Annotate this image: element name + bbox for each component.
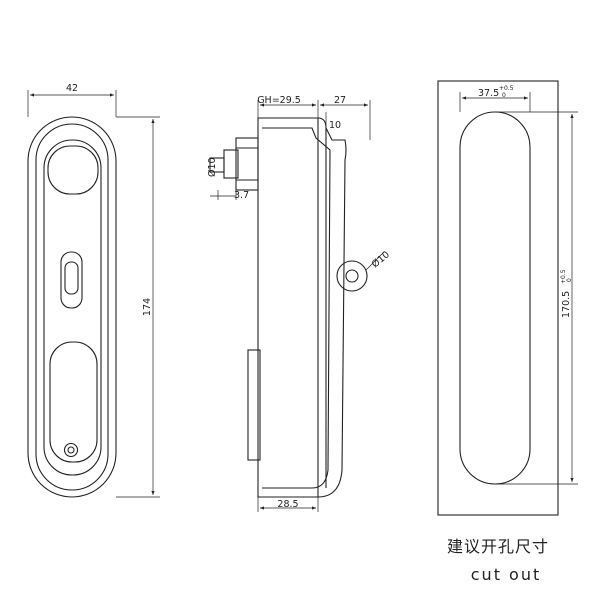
side-housing bbox=[257, 117, 347, 498]
front-lock-cylinder bbox=[63, 442, 79, 458]
side-depth-dim: 27 bbox=[334, 95, 346, 106]
front-lower-slot bbox=[49, 341, 98, 463]
front-view bbox=[27, 116, 117, 498]
cutout-width-dim: 37.5 bbox=[478, 88, 499, 99]
side-pivot-lug bbox=[336, 260, 368, 292]
cutout-height-dim: 170.5 bbox=[561, 291, 572, 318]
caption-chinese: 建议开孔尺寸 bbox=[447, 537, 549, 556]
side-pivot-hole bbox=[345, 269, 359, 283]
cutout-width-tol-upper: +0.5 bbox=[499, 85, 514, 92]
front-dimensions bbox=[27, 90, 160, 498]
cutout-width-tol-lower: 0 bbox=[502, 92, 506, 99]
front-indicator-window bbox=[60, 251, 83, 309]
side-view bbox=[209, 117, 368, 498]
front-height-dim: 174 bbox=[142, 298, 153, 316]
side-rear-step bbox=[247, 349, 261, 461]
front-outer-outline bbox=[27, 116, 117, 498]
front-lock-core bbox=[67, 446, 75, 454]
front-body-outline bbox=[35, 123, 109, 491]
side-shaft-dim: Ø10 bbox=[207, 157, 218, 177]
side-shaft bbox=[235, 137, 259, 191]
front-handle-recess bbox=[43, 139, 102, 476]
side-stud bbox=[209, 157, 225, 173]
side-gh-dim: GH=29.5 bbox=[257, 95, 301, 106]
side-hole-dim: Ø10 bbox=[370, 249, 392, 270]
cutout-frame bbox=[437, 80, 559, 516]
side-step-dim: 3.7 bbox=[234, 190, 249, 201]
cutout-dimensions bbox=[459, 92, 578, 485]
cutout-view bbox=[437, 80, 559, 516]
side-flange-dim: 10 bbox=[329, 120, 341, 131]
side-housing-inner bbox=[262, 127, 331, 489]
cutout-height-tol-upper: +0.5 bbox=[560, 269, 567, 284]
caption-english: cut out bbox=[471, 565, 542, 584]
front-width-dim: 42 bbox=[66, 83, 78, 94]
front-indicator-inner bbox=[64, 261, 79, 295]
cutout-slot bbox=[459, 111, 531, 485]
cutout-height-tol-lower: 0 bbox=[566, 278, 573, 282]
side-dimensions bbox=[210, 100, 385, 512]
front-top-slot bbox=[47, 145, 99, 195]
side-base-dim: 28.5 bbox=[277, 499, 298, 510]
